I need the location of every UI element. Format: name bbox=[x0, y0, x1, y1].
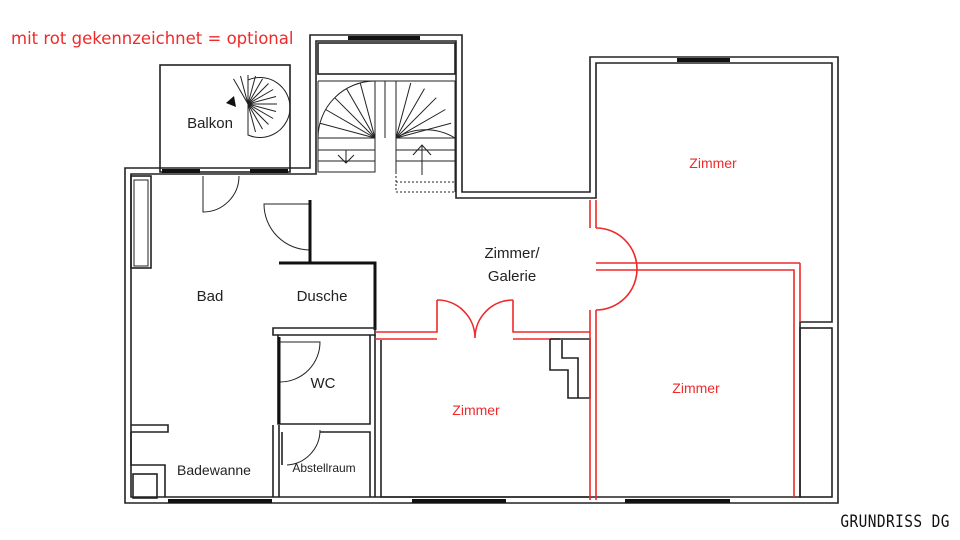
stair-tread bbox=[247, 103, 263, 130]
room-label-zimmer-right-bottom: Zimmer bbox=[672, 380, 720, 396]
stair-top-box bbox=[317, 42, 456, 75]
badewanne-wall bbox=[130, 424, 169, 497]
room-label-dusche: Dusche bbox=[297, 288, 348, 305]
stair-tread bbox=[247, 83, 269, 105]
stair-tread bbox=[334, 97, 376, 139]
door-wc-icon bbox=[279, 341, 321, 383]
badewanne-box bbox=[132, 473, 158, 499]
stair-tread bbox=[395, 88, 425, 139]
optional-wall-divider bbox=[596, 262, 801, 497]
stair-tread bbox=[346, 88, 376, 139]
stair-tread bbox=[247, 75, 256, 105]
room-label-balkon: Balkon bbox=[187, 115, 233, 132]
outer-wall-outer-line bbox=[124, 34, 839, 504]
room-label-badewanne: Badewanne bbox=[177, 462, 251, 478]
stair-tread bbox=[395, 109, 446, 139]
door-zimmer-right-icon bbox=[595, 227, 638, 311]
door-bad-icon bbox=[263, 203, 311, 251]
room-label-galerie-1: Zimmer/ bbox=[485, 245, 541, 262]
wall-column-right bbox=[799, 327, 833, 498]
balkon-outline bbox=[159, 64, 291, 173]
stair-tread bbox=[240, 75, 249, 105]
dusche-wall bbox=[279, 200, 377, 330]
stair-tread bbox=[247, 103, 269, 125]
room-label-wc: WC bbox=[311, 375, 336, 392]
door-balkon-icon bbox=[202, 175, 240, 213]
optional-wall-right bbox=[589, 200, 597, 500]
stair-tread bbox=[247, 78, 263, 105]
door-zimmer-center-icon bbox=[436, 299, 514, 339]
stair-tread bbox=[395, 82, 412, 139]
optional-wall-center bbox=[375, 300, 590, 340]
room-label-zimmer-right-top: Zimmer bbox=[689, 155, 737, 171]
chimney bbox=[549, 338, 591, 399]
wall-column bbox=[130, 175, 152, 269]
room-label-abstellraum: Abstellraum bbox=[292, 461, 355, 475]
stair-tread bbox=[247, 103, 277, 112]
door-abstellraum-icon bbox=[286, 429, 321, 466]
abstellraum-outline bbox=[272, 425, 371, 497]
spiral-stair-icon bbox=[226, 75, 291, 138]
legend-optional: mit rot gekennzeichnet = optional bbox=[11, 29, 294, 48]
outer-wall-inner-line bbox=[130, 40, 833, 498]
stair-tread bbox=[247, 96, 277, 105]
zimmer-center-wall bbox=[374, 335, 590, 498]
stair-tread bbox=[247, 103, 256, 133]
plan-title: GRUNDRISS DG bbox=[840, 512, 950, 532]
wc-top-wall bbox=[272, 327, 376, 336]
room-label-galerie-2: Galerie bbox=[488, 268, 536, 285]
stair-tread bbox=[395, 97, 437, 139]
stair-tread bbox=[233, 78, 249, 105]
stair-tread bbox=[359, 82, 376, 139]
stair-tread bbox=[395, 122, 452, 139]
stair-tread bbox=[247, 89, 274, 105]
stairs-icon bbox=[317, 80, 456, 193]
stair-tread bbox=[319, 122, 376, 139]
stair-tread bbox=[247, 103, 274, 119]
stair-tread bbox=[325, 109, 376, 139]
wall-column-inner bbox=[133, 179, 149, 267]
room-label-zimmer-center: Zimmer bbox=[452, 402, 500, 418]
room-label-bad: Bad bbox=[197, 288, 224, 305]
